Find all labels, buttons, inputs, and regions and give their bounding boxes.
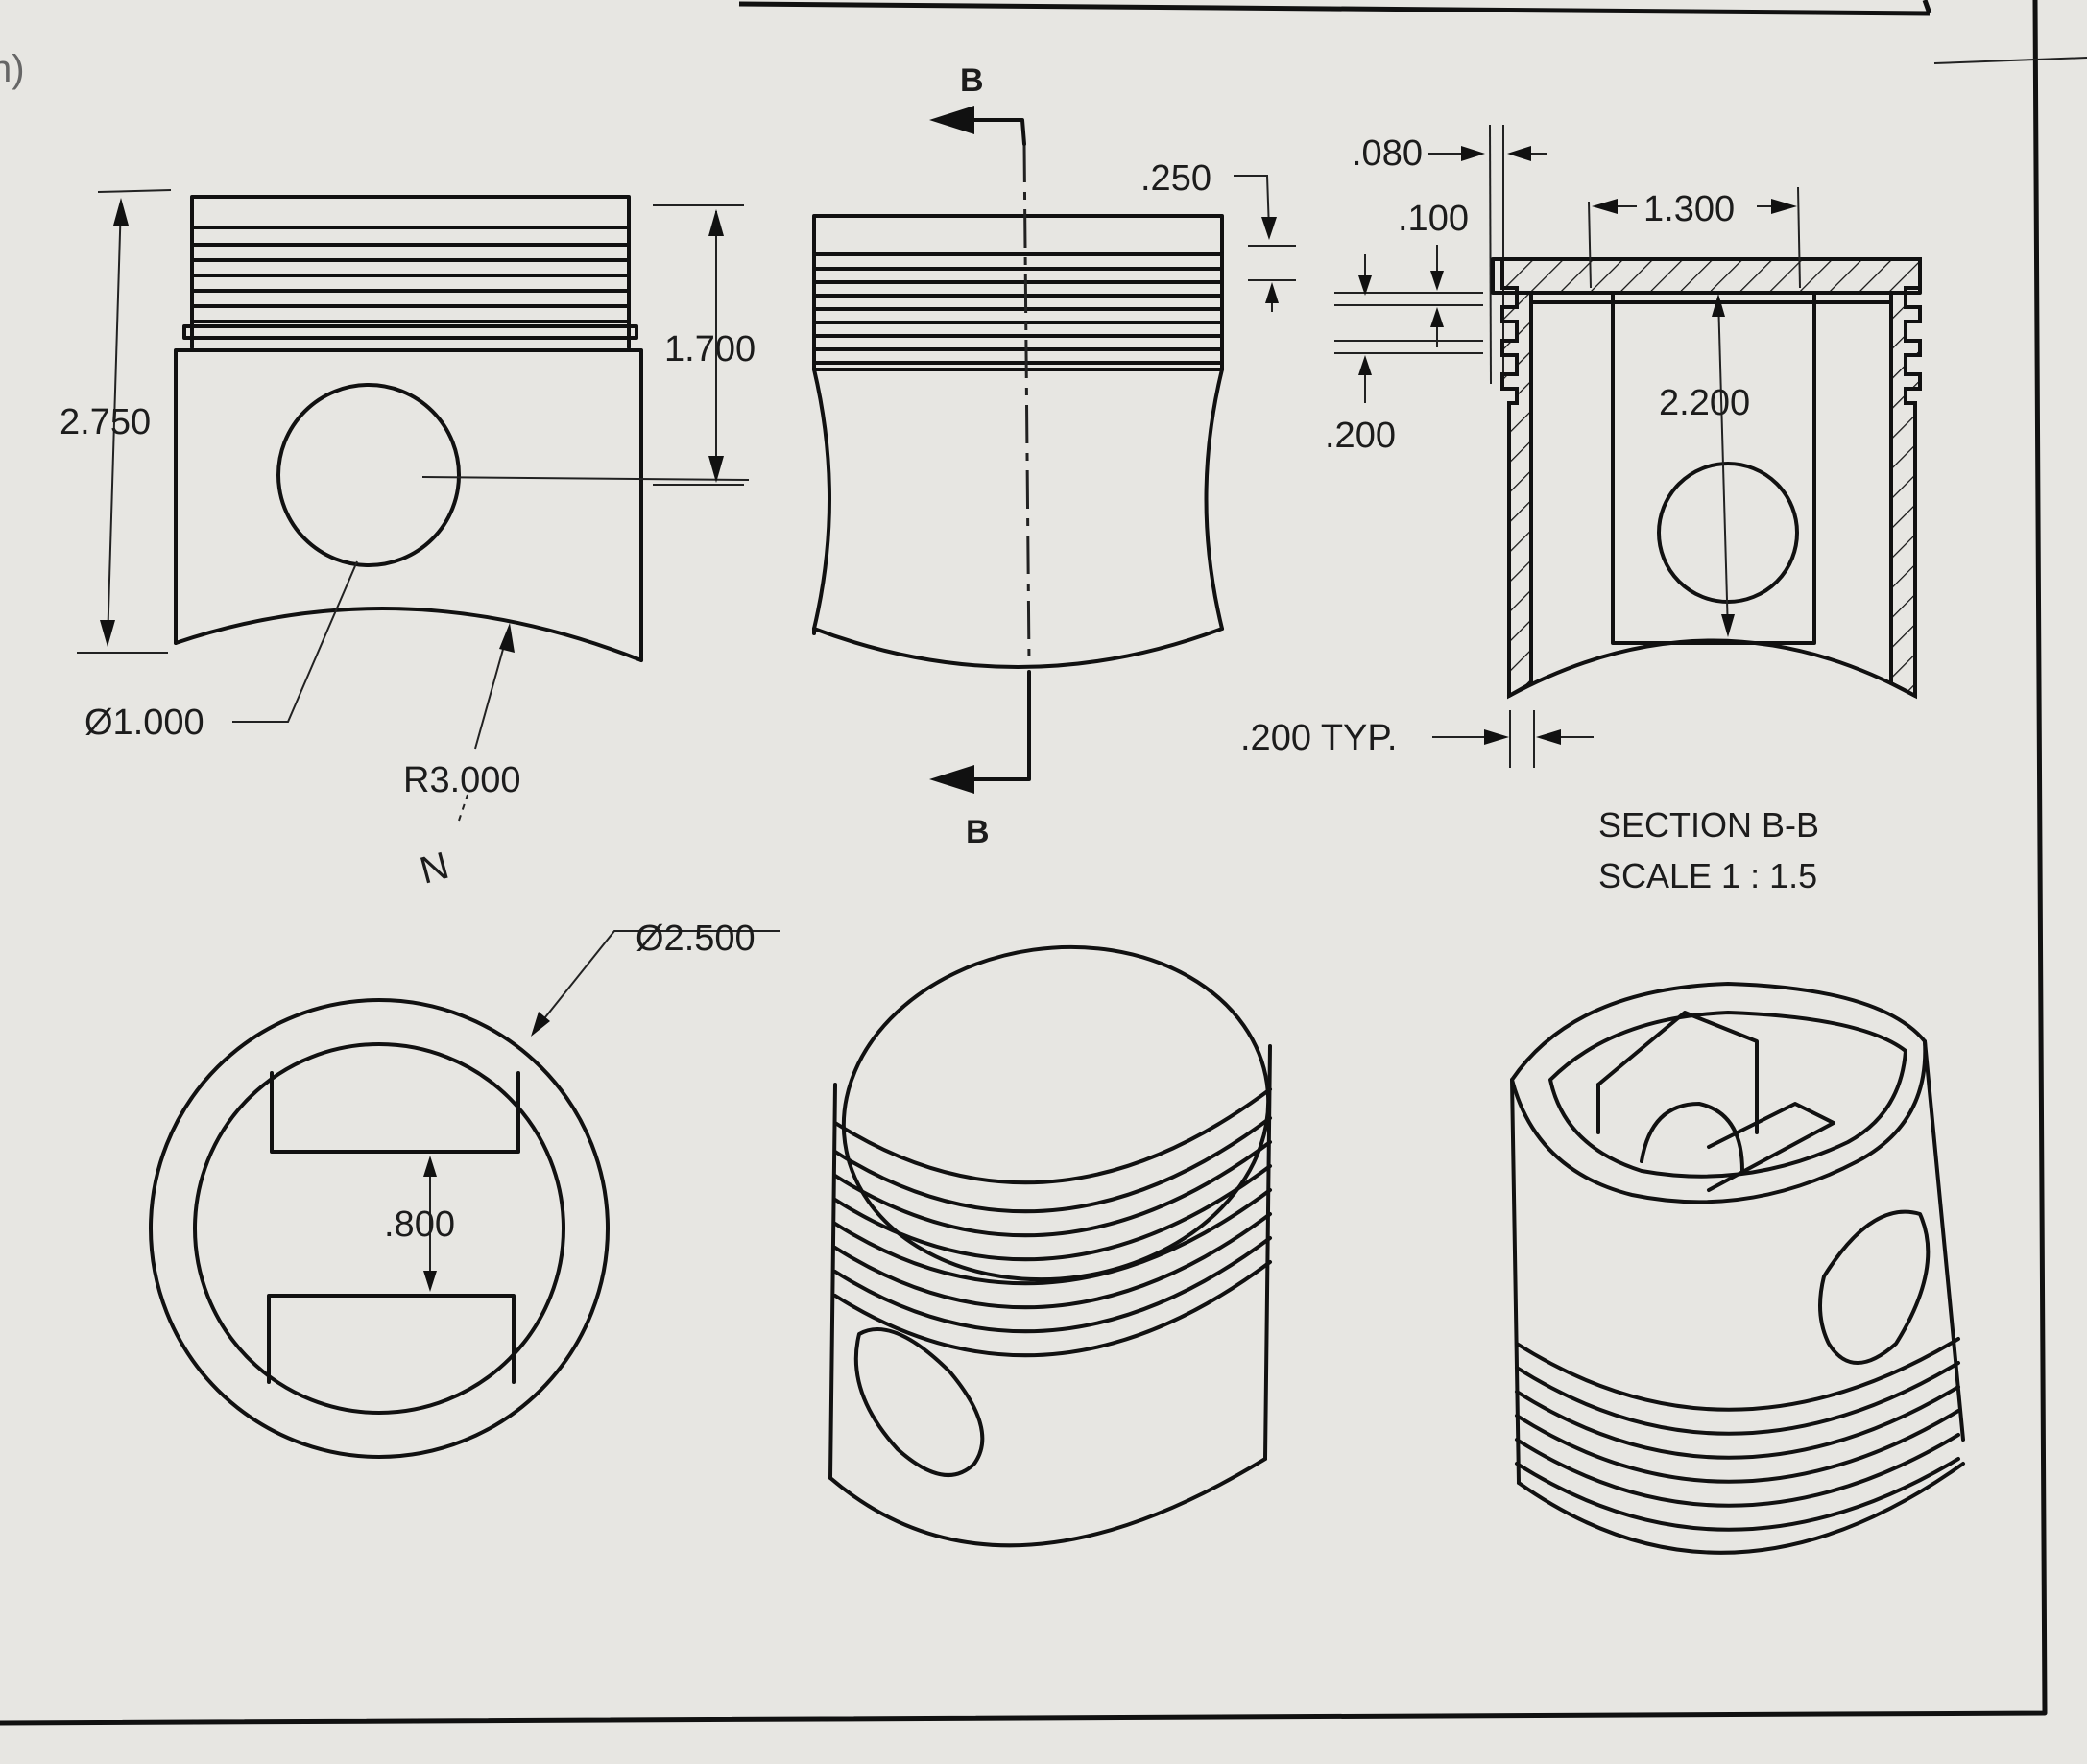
corner-mark: n) bbox=[0, 48, 25, 90]
dim-pin-height bbox=[653, 204, 744, 486]
dim-slot-gap-label: .800 bbox=[384, 1204, 455, 1245]
pin-hole bbox=[276, 383, 461, 567]
ring-grooves bbox=[182, 243, 638, 340]
iso-section-ring-lines bbox=[1515, 1337, 1960, 1532]
section-mark-top: B bbox=[960, 62, 984, 99]
dim-bore-width bbox=[1588, 186, 1801, 289]
iso-ring-lines bbox=[833, 1087, 1272, 1358]
dim-skirt-radius-label: R3.000 bbox=[403, 760, 521, 800]
dim-wall-typ-label: .200 TYP. bbox=[1240, 718, 1397, 758]
dim-top-land bbox=[1234, 175, 1296, 312]
dim-overall-height bbox=[77, 189, 172, 654]
sheet-border bbox=[0, 0, 2087, 1726]
iso-piston bbox=[828, 944, 1272, 1548]
dim-pin-diameter-label: Ø1.000 bbox=[84, 703, 204, 743]
top-view bbox=[149, 930, 780, 1459]
dim-ring-land bbox=[1334, 245, 1483, 403]
section-title: SECTION B-B bbox=[1598, 805, 1819, 845]
dim-pin-height-label: 1.700 bbox=[664, 329, 756, 369]
dim-ring-thickness-label: .080 bbox=[1352, 133, 1423, 174]
side-ring-grooves bbox=[812, 267, 1224, 365]
iso-section bbox=[1510, 982, 1965, 1555]
dim-bore-width-label: 1.300 bbox=[1643, 189, 1735, 229]
section-scale: SCALE 1 : 1.5 bbox=[1598, 856, 1817, 895]
dim-top-land-label: .250 bbox=[1140, 158, 1211, 199]
dim-ring-groove-label: .200 bbox=[1325, 416, 1396, 456]
dim-bore-depth-label: 2.200 bbox=[1659, 383, 1750, 423]
section-view bbox=[1491, 257, 1922, 700]
dim-ring-land-label: .100 bbox=[1398, 199, 1469, 239]
dim-wall-typ bbox=[1432, 710, 1594, 768]
dim-outer-diameter-label: Ø2.500 bbox=[636, 918, 756, 959]
section-cutting-line bbox=[1022, 143, 1031, 663]
side-view bbox=[812, 106, 1224, 794]
front-view: 2.750 1.700 Ø1.000 R3.000 N bbox=[60, 189, 756, 893]
section-mark-bottom: B bbox=[966, 814, 990, 850]
dim-overall-height-label: 2.750 bbox=[60, 402, 151, 442]
stray-mark: N bbox=[416, 845, 453, 893]
